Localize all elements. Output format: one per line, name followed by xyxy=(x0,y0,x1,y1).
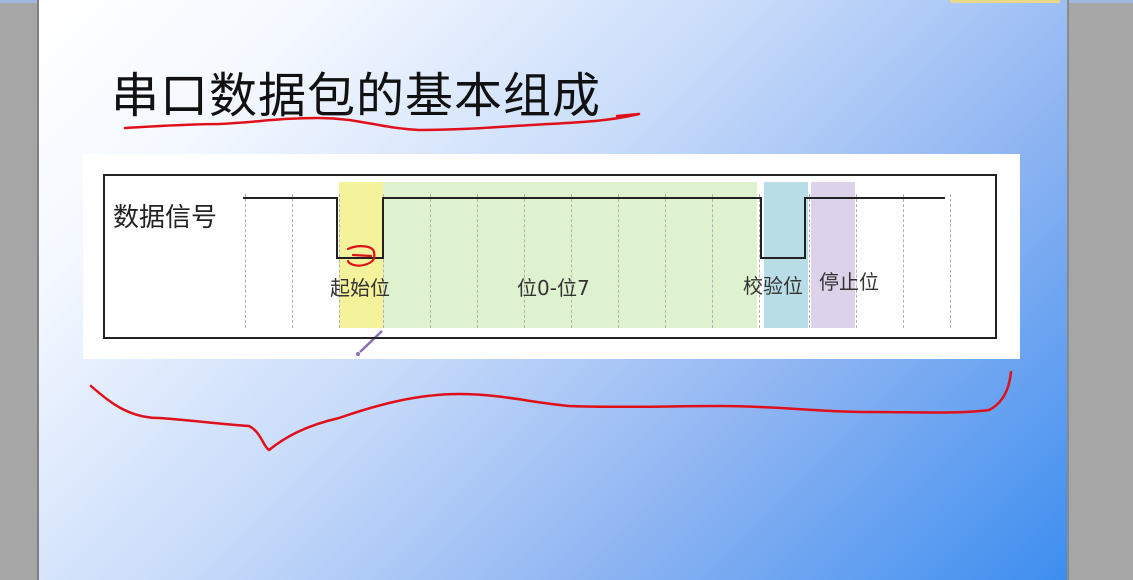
bit-boundary-tick xyxy=(856,194,857,328)
bit-boundary-tick xyxy=(759,194,760,328)
bit-boundary-tick xyxy=(245,194,246,328)
slide-edge-left xyxy=(37,0,39,580)
signal-waveform xyxy=(243,197,945,356)
stop-bit-label: 停止位 xyxy=(819,270,879,294)
bit-boundary-tick xyxy=(524,194,525,328)
bit-boundary-tick xyxy=(477,194,478,328)
bit-boundary-tick xyxy=(618,194,619,328)
parity-bit-zone xyxy=(764,182,808,328)
pen-cursor-icon xyxy=(359,330,383,353)
bit-boundary-tick xyxy=(571,194,572,328)
slide-edge-right xyxy=(1067,0,1069,580)
bit-boundary-tick xyxy=(809,194,810,328)
bit-boundary-tick xyxy=(383,194,384,328)
start-bit-pen-mark xyxy=(346,245,376,267)
bit-boundary-tick xyxy=(903,194,904,328)
signal-label: 数据信号 xyxy=(113,203,218,233)
pen-cursor-tip xyxy=(356,352,360,356)
bit-boundary-tick xyxy=(430,194,431,328)
data-bits-label: 位0-位7 xyxy=(517,276,590,300)
bit-boundary-tick xyxy=(950,194,951,328)
window-corner-mark xyxy=(950,0,1060,3)
diagram-frame xyxy=(103,174,997,339)
bit-boundary-tick xyxy=(292,194,293,328)
bit-boundary-tick xyxy=(712,194,713,328)
data-bits-zone xyxy=(383,182,757,328)
presentation-slide: 串口数据包的基本组成 数据信号 起始位 位0-位7 校验位 xyxy=(39,0,1067,580)
start-bit-label: 起始位 xyxy=(330,276,390,300)
stop-bit-zone xyxy=(811,182,855,328)
serial-packet-diagram: 数据信号 起始位 位0-位7 校验位 停止位 xyxy=(83,154,1020,359)
slide-title: 串口数据包的基本组成 xyxy=(111,68,602,124)
packet-brace-annotation xyxy=(89,370,1013,452)
parity-bit-label: 校验位 xyxy=(743,274,803,298)
bit-boundary-tick xyxy=(665,194,666,328)
bit-boundary-tick xyxy=(339,194,340,328)
